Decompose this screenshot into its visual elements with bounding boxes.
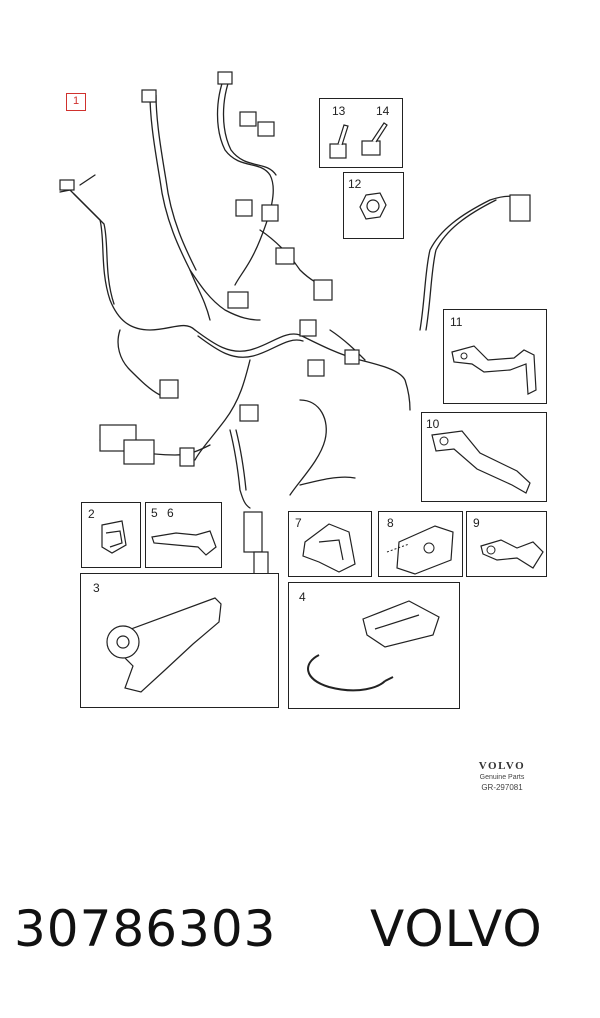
callout-label-11: 11	[450, 315, 463, 329]
callout-box-2: 2	[81, 502, 141, 568]
holder-icon	[302, 523, 356, 573]
callout-box-13-14: 13 14	[319, 98, 403, 168]
nut-icon	[359, 192, 387, 220]
callout-label-9: 9	[473, 516, 480, 530]
callout-label-5: 5	[151, 506, 158, 520]
cable-tray-icon	[307, 600, 440, 692]
bracket-icon	[151, 530, 217, 556]
bracket-icon	[480, 539, 544, 569]
brand-stamp: VOLVO Genuine Parts GR-297081	[462, 760, 542, 792]
brand-name: VOLVO	[370, 900, 543, 958]
callout-label-3: 3	[93, 581, 100, 595]
callout-box-3: 3	[80, 573, 279, 708]
callout-label-8: 8	[387, 516, 394, 530]
bolt-icon	[329, 122, 388, 159]
bracket-icon	[451, 345, 537, 395]
parts-diagram: 1 13 14 12 11 10	[59, 71, 547, 792]
callout-box-12: 12	[343, 172, 404, 239]
volvo-logo: VOLVO	[478, 760, 526, 772]
callout-label-14: 14	[376, 104, 390, 118]
callout-label-13: 13	[332, 104, 346, 118]
callout-box-9: 9	[466, 511, 547, 577]
diagram-code: GR-297081	[481, 783, 523, 792]
callout-label-4: 4	[299, 590, 306, 604]
callout-label-10: 10	[426, 417, 440, 431]
callout-label-7: 7	[295, 516, 302, 530]
callout-label-6: 6	[167, 506, 174, 520]
callout-box-10: 10	[421, 412, 547, 502]
bracket-icon	[106, 597, 222, 693]
main-callout-label: 1	[66, 93, 86, 111]
wiring-harness-drawing	[59, 71, 531, 587]
brand-subtitle: Genuine Parts	[479, 774, 525, 781]
callout-box-7: 7	[288, 511, 372, 577]
callout-box-8: 8	[378, 511, 463, 577]
clip-icon	[101, 520, 127, 554]
callout-box-5-6: 5 6	[145, 502, 222, 568]
callout-label-12: 12	[348, 177, 362, 191]
plate-icon	[386, 525, 454, 575]
callout-label-2: 2	[88, 507, 95, 521]
callout-box-11: 11	[443, 309, 547, 404]
bracket-icon	[431, 430, 531, 494]
callout-box-4: 4	[288, 582, 460, 709]
part-number: 30786303	[14, 900, 277, 958]
